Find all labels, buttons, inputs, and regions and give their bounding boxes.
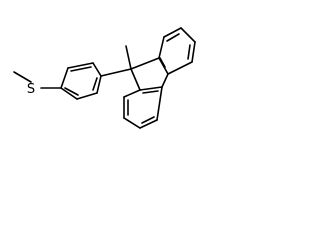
bond-ph-2 [67, 62, 94, 69]
fluorene-five-membered-ring [130, 57, 169, 91]
methylthio-group: S [13, 71, 62, 97]
bond-lr-4 [139, 119, 158, 129]
methyl-group [125, 45, 132, 70]
bond-ur-5 [167, 61, 193, 75]
bond-ph-1 [92, 62, 102, 77]
bond-ur-1 [158, 36, 165, 59]
fluorene-lower-benzene-ring [123, 86, 163, 129]
bond-c4b-c8a [161, 73, 169, 88]
bond-lr-double-2 [141, 116, 155, 124]
bond-lr-double-3 [142, 90, 159, 94]
bond-ur-6 [158, 57, 169, 75]
bond-lr-5 [156, 86, 163, 121]
bond-ur-2 [163, 27, 182, 38]
bond-lr-1 [123, 89, 141, 98]
bond-ur-4 [191, 41, 196, 63]
bond-ur-double-1 [166, 33, 180, 42]
bond-c9-methyl [125, 45, 132, 70]
bond-lr-3 [123, 117, 141, 129]
fluorene-upper-benzene-ring [158, 27, 196, 75]
sulfur-atom-label: S [27, 82, 35, 97]
bond-ur-3 [180, 27, 196, 43]
bond-lr-6 [139, 86, 163, 91]
bond-ur-double-3 [159, 57, 166, 68]
bond-sulfur-methyl [13, 71, 32, 83]
bond-c8a-c9 [130, 68, 141, 91]
bond-ph-6 [96, 75, 102, 94]
chemical-structure-diagram: S [13, 27, 196, 129]
bond-c9-phenyl [100, 68, 132, 77]
bond-ur-double-2 [187, 44, 191, 60]
bond-ph-double-3 [92, 77, 98, 91]
bond-ph-4 [60, 87, 78, 100]
bond-c9-c9a [130, 57, 160, 70]
phenyl-ring [60, 62, 132, 100]
bond-ph-double-1 [70, 66, 92, 72]
bond-ph-double-2 [64, 87, 79, 96]
bond-ph-3 [60, 67, 69, 89]
bond-ph-5 [76, 92, 98, 100]
